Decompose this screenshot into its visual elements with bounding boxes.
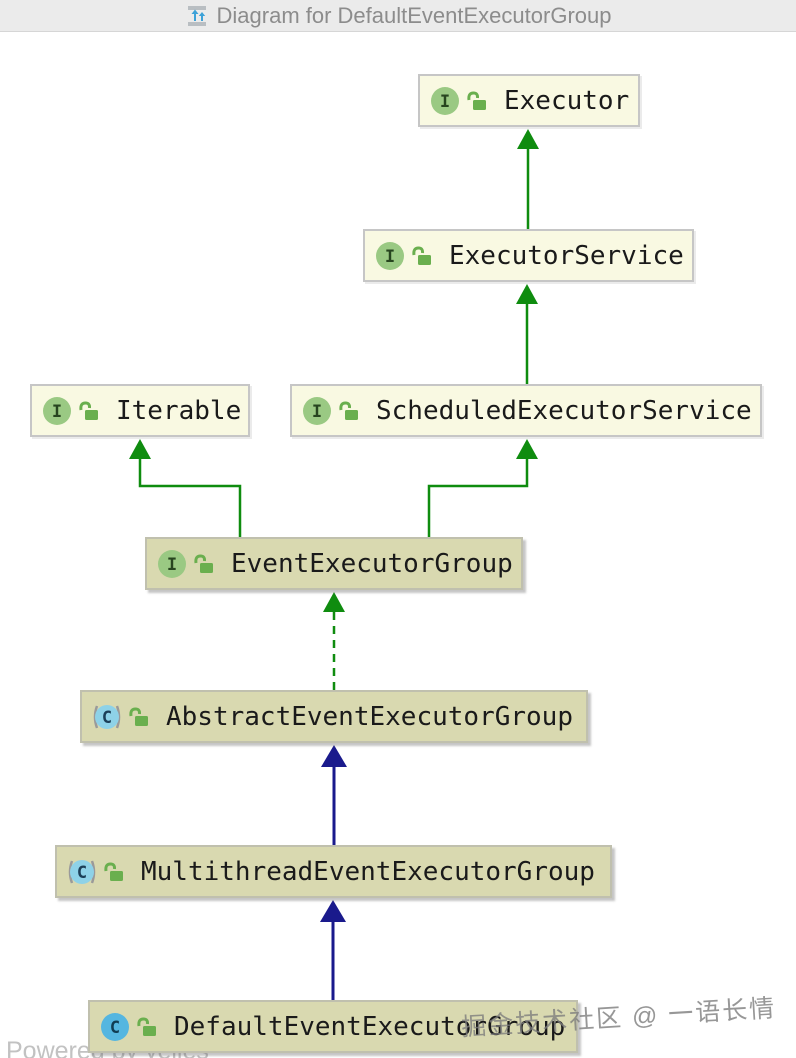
svg-text:I: I [167, 555, 177, 575]
edge-scheduled-executor-service-to-executor-service [516, 284, 538, 384]
title-bar: Diagram for DefaultEventExecutorGroup [0, 0, 796, 32]
class-name-label: EventExecutorGroup [231, 548, 513, 579]
open-lock-icon [79, 400, 98, 420]
interface-icon: I [376, 241, 404, 270]
class-node-event-executor-group[interactable]: I EventExecutorGroup [145, 537, 523, 590]
edge-executor-service-to-executor [517, 129, 539, 229]
abstract-class-icon: C [68, 859, 96, 884]
edge-multithread-event-executor-group-to-abstract-event-executor-group [321, 745, 347, 845]
class-name-label: ScheduledExecutorService [376, 395, 752, 426]
open-lock-icon [339, 400, 358, 420]
svg-text:I: I [440, 92, 450, 112]
edge-abstract-event-executor-group-to-event-executor-group [323, 592, 345, 690]
open-lock-icon [194, 553, 213, 573]
interface-icon: I [158, 549, 186, 578]
interface-icon: I [43, 396, 71, 425]
svg-text:I: I [312, 402, 322, 422]
class-name-label: Executor [504, 85, 630, 116]
edge-event-executor-group-to-scheduled-executor-service [427, 439, 538, 537]
class-node-executor[interactable]: I Executor [418, 74, 640, 127]
interface-icon: I [303, 396, 331, 425]
class-node-abstract-event-executor-group[interactable]: C AbstractEventExecutorGroup [80, 690, 588, 743]
svg-text:C: C [77, 863, 87, 883]
class-name-label: MultithreadEventExecutorGroup [141, 856, 595, 887]
edge-default-event-executor-group-to-multithread-event-executor-group [320, 900, 346, 1000]
class-node-scheduled-executor-service[interactable]: I ScheduledExecutorService [290, 384, 762, 437]
class-node-multithread-event-executor-group[interactable]: C MultithreadEventExecutorGroup [55, 845, 612, 898]
svg-text:I: I [52, 402, 62, 422]
class-name-label: Iterable [116, 395, 242, 426]
open-lock-icon [467, 90, 486, 110]
open-lock-icon [104, 861, 123, 881]
interface-icon: I [431, 86, 459, 115]
class-name-label: ExecutorService [449, 240, 684, 271]
svg-text:I: I [385, 247, 395, 267]
svg-text:C: C [102, 708, 112, 728]
class-node-executor-service[interactable]: I ExecutorService [363, 229, 694, 282]
window-title: Diagram for DefaultEventExecutorGroup [216, 3, 612, 28]
class-node-iterable[interactable]: I Iterable [30, 384, 250, 437]
uml-diagram-icon [187, 5, 206, 26]
open-lock-icon [129, 706, 148, 726]
edge-event-executor-group-to-iterable [129, 439, 242, 537]
open-lock-icon [137, 1016, 156, 1036]
svg-text:C: C [110, 1018, 120, 1038]
abstract-class-icon: C [93, 704, 121, 729]
class-icon: C [101, 1012, 129, 1041]
open-lock-icon [412, 245, 431, 265]
class-name-label: AbstractEventExecutorGroup [166, 701, 573, 732]
